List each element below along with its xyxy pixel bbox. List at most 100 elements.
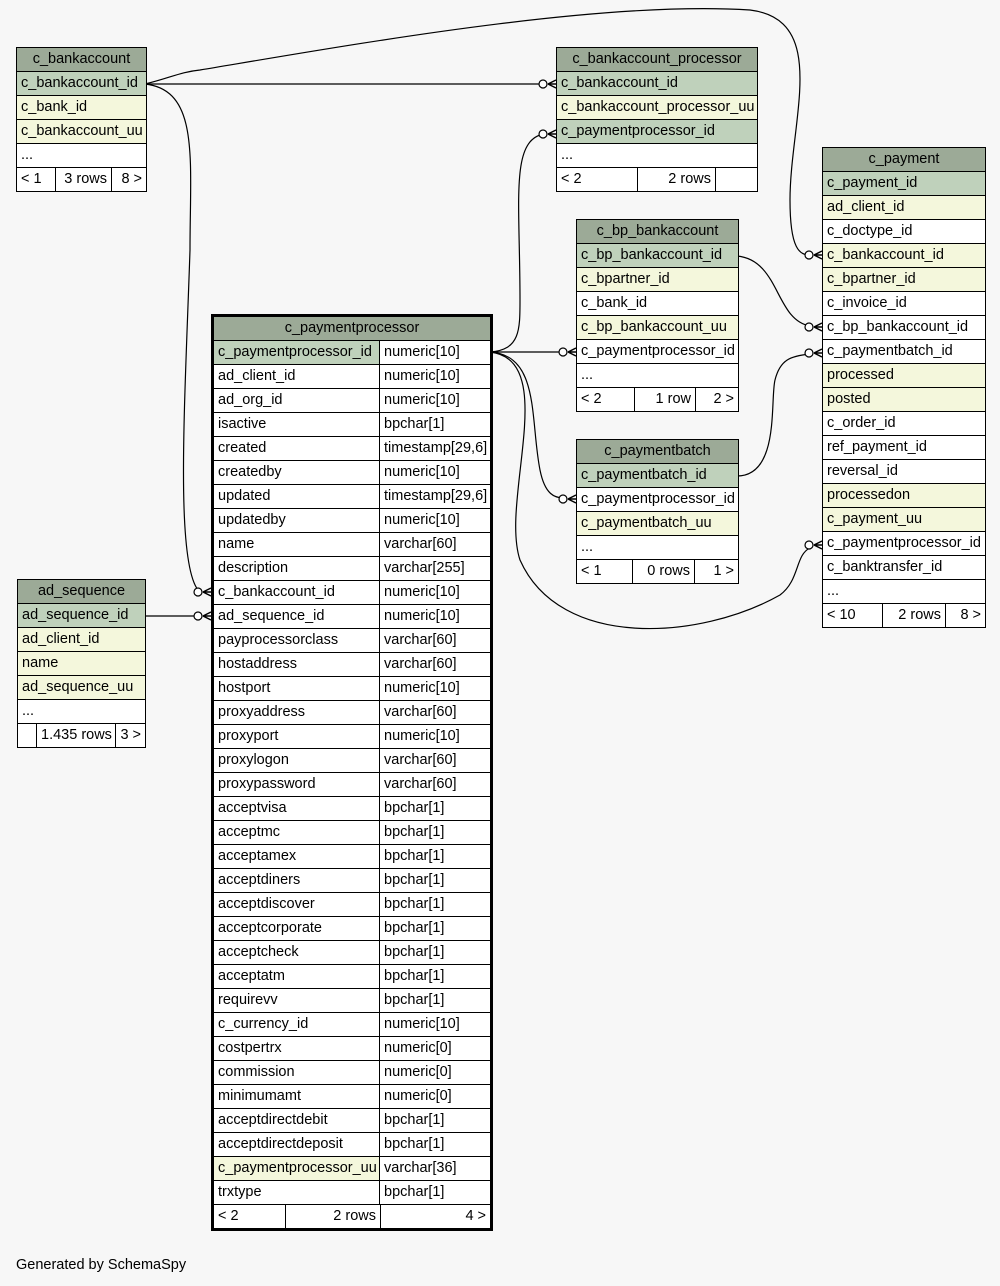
column-row-c-paymentprocessor-id[interactable]: c_paymentprocessor_id: [823, 532, 985, 556]
column-row-c-paymentbatch-id[interactable]: c_paymentbatch_id: [577, 464, 738, 488]
column-name: c_bankaccount_id: [561, 75, 678, 91]
children-link[interactable]: 1 >: [694, 560, 738, 583]
column-row-c-paymentprocessor-id[interactable]: c_paymentprocessor_id: [577, 488, 738, 512]
column-row-c-bankaccount-processor-uu[interactable]: c_bankaccount_processor_uu: [557, 96, 757, 120]
column-row-ad-sequence-id[interactable]: ad_sequence_id: [18, 604, 145, 628]
children-link[interactable]: 4 >: [380, 1205, 490, 1228]
column-row-more[interactable]: ...: [17, 144, 146, 168]
column-row-c-paymentprocessor-id[interactable]: c_paymentprocessor_id: [557, 120, 757, 144]
column-row-c-bp-bankaccount-id[interactable]: c_bp_bankaccount_id: [823, 316, 985, 340]
parents-link[interactable]: < 10: [827, 607, 856, 623]
column-row-c-bankaccount-id[interactable]: c_bankaccount_id: [823, 244, 985, 268]
children-link[interactable]: 3 >: [115, 724, 145, 747]
parents-link[interactable]: < 2: [218, 1208, 239, 1224]
column-row-c-paymentbatch-uu[interactable]: c_paymentbatch_uu: [577, 512, 738, 536]
column-row-c-bank-id[interactable]: c_bank_id: [577, 292, 738, 316]
column-row-c-order-id[interactable]: c_order_id: [823, 412, 985, 436]
column-row-posted[interactable]: posted: [823, 388, 985, 412]
parents-link[interactable]: [18, 724, 36, 747]
column-row-c-doctype-id[interactable]: c_doctype_id: [823, 220, 985, 244]
parents-link[interactable]: < 1: [581, 563, 602, 579]
column-row-ref-payment-id[interactable]: ref_payment_id: [823, 436, 985, 460]
column-row-more[interactable]: ...: [577, 364, 738, 388]
column-row-processed[interactable]: processed: [823, 364, 985, 388]
column-row-more[interactable]: ...: [557, 144, 757, 168]
column-row-more[interactable]: ...: [18, 700, 145, 724]
column-row-processedon[interactable]: processedon: [823, 484, 985, 508]
children-link[interactable]: [715, 168, 757, 191]
column-row-c-payment-uu[interactable]: c_payment_uu: [823, 508, 985, 532]
column-row-more[interactable]: ...: [577, 536, 738, 560]
column-row-c-bankaccount-id[interactable]: c_bankaccount_id: [557, 72, 757, 96]
column-row-more[interactable]: ...: [823, 580, 985, 604]
column-row-c-bpartner-id[interactable]: c_bpartner_id: [577, 268, 738, 292]
column-row-ad-sequence-uu[interactable]: ad_sequence_uu: [18, 676, 145, 700]
children-link[interactable]: 8 >: [111, 168, 146, 191]
column-row-c-bankaccount-uu[interactable]: c_bankaccount_uu: [17, 120, 146, 144]
column-row-c-bpartner-id[interactable]: c_bpartner_id: [823, 268, 985, 292]
column-row-c-banktransfer-id[interactable]: c_banktransfer_id: [823, 556, 985, 580]
column-row-ad-client-id[interactable]: ad_client_id: [18, 628, 145, 652]
column-row-c-payment-id[interactable]: c_payment_id: [823, 172, 985, 196]
parents-link[interactable]: < 1: [21, 171, 42, 187]
column-row-c-bp-bankaccount-id[interactable]: c_bp_bankaccount_id: [577, 244, 738, 268]
column-row-reversal-id[interactable]: reversal_id: [823, 460, 985, 484]
column-row-c-bankaccount-id[interactable]: c_bankaccount_id: [17, 72, 146, 96]
column-row-ad-client-id[interactable]: ad_client_id: [823, 196, 985, 220]
column-row-c-paymentprocessor-id[interactable]: c_paymentprocessor_id: [577, 340, 738, 364]
children-link[interactable]: 8 >: [945, 604, 985, 627]
column-row-c-invoice-id[interactable]: c_invoice_id: [823, 292, 985, 316]
column-row-c-paymentbatch-id[interactable]: c_paymentbatch_id: [823, 340, 985, 364]
footer-text: Generated by SchemaSpy: [16, 1257, 187, 1273]
parents-link[interactable]: < 2: [581, 391, 602, 407]
column-row-name[interactable]: name: [18, 652, 145, 676]
column-row-c-bp-bankaccount-uu[interactable]: c_bp_bankaccount_uu: [577, 316, 738, 340]
children-link[interactable]: 2 >: [695, 388, 738, 411]
column-row-c-bank-id[interactable]: c_bank_id: [17, 96, 146, 120]
parents-link[interactable]: < 2: [561, 171, 582, 187]
